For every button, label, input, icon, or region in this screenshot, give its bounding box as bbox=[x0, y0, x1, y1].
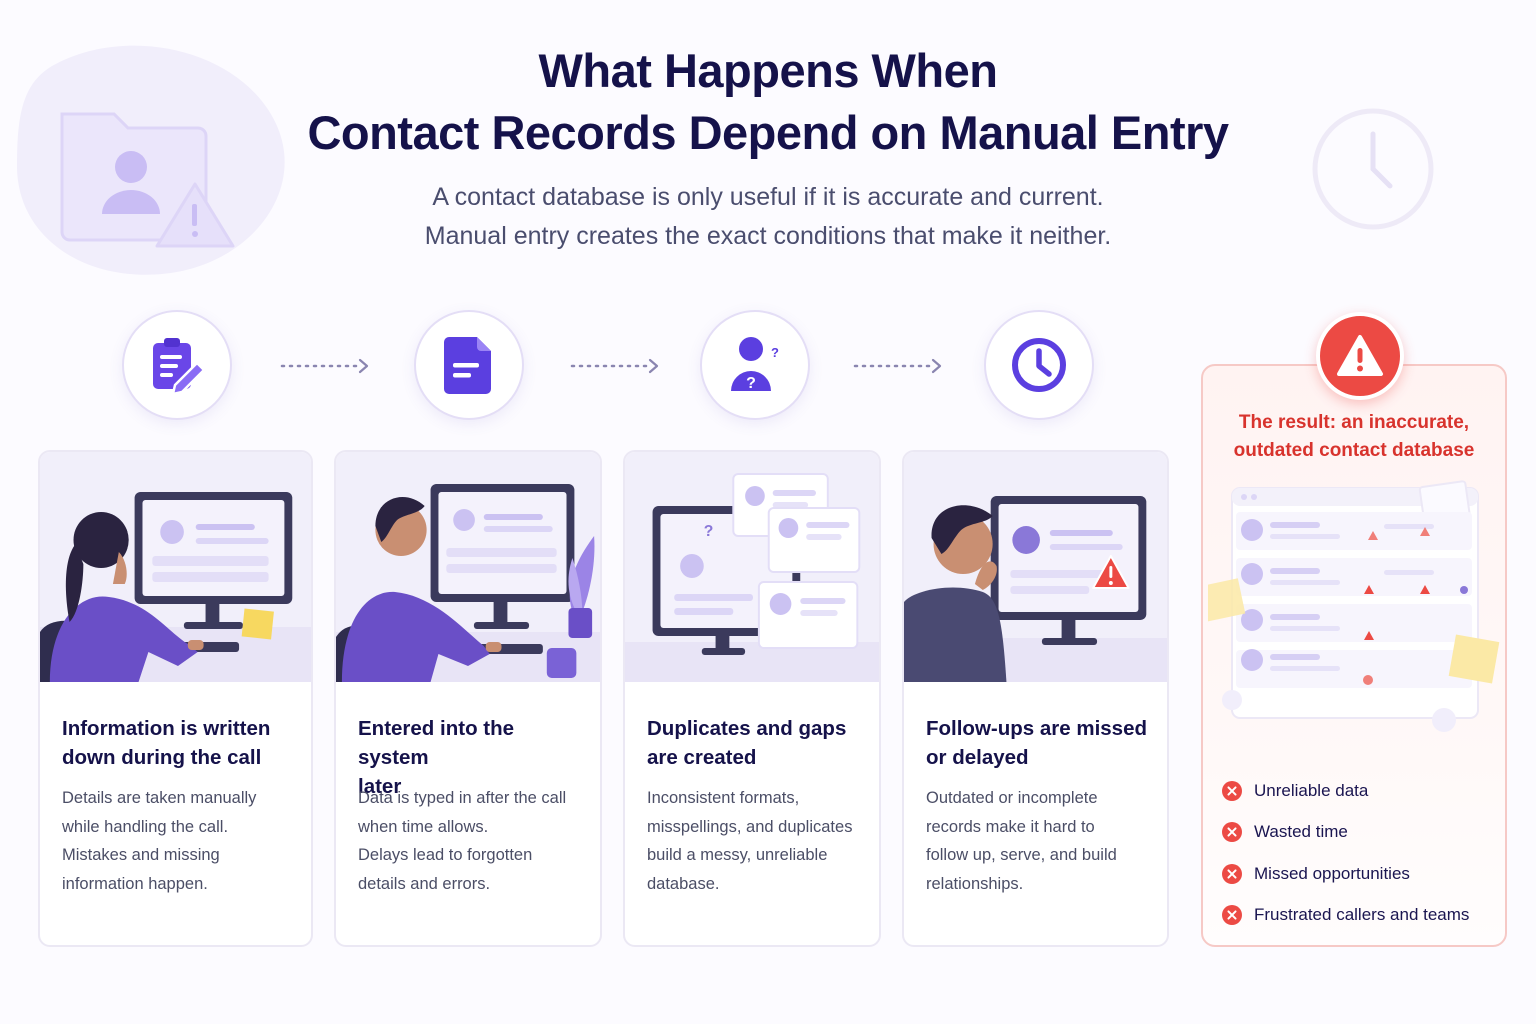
page-title: What Happens When Contact Records Depend… bbox=[307, 44, 1229, 159]
x-circle-icon bbox=[1222, 822, 1242, 843]
step-2-icon-circle bbox=[414, 310, 524, 420]
step-1-title: Information is written down during the c… bbox=[62, 717, 271, 769]
messy-database-illustration bbox=[1208, 480, 1500, 732]
svg-text:?: ? bbox=[746, 375, 756, 392]
step-1-icon-circle bbox=[122, 310, 232, 420]
step-card-2: Entered into the system later Data is ty… bbox=[334, 450, 602, 947]
result-consequences-list: Unreliable data Wasted time Missed oppor… bbox=[1222, 770, 1469, 936]
step-card-4: Follow-ups are missed or delayed Outdate… bbox=[902, 450, 1169, 947]
unknown-person-icon: ? ? bbox=[731, 337, 779, 392]
result-title: The result: an inaccurate, outdated cont… bbox=[1233, 412, 1475, 461]
step-card-3: ? Duplicates and gaps are created Incons… bbox=[623, 450, 881, 947]
warning-icon bbox=[1337, 335, 1383, 376]
step-3-title: Duplicates and gaps are created bbox=[647, 717, 847, 769]
list-item: Wasted time bbox=[1222, 812, 1469, 854]
step-4-description: Outdated or incomplete records make it h… bbox=[926, 789, 1117, 893]
step-arrow-3 bbox=[853, 358, 942, 374]
step-2-description: Data is typed in after the call when tim… bbox=[358, 789, 567, 893]
step-1-description: Details are taken manually while handlin… bbox=[62, 789, 257, 893]
svg-text:?: ? bbox=[704, 523, 714, 540]
step-arrow-1 bbox=[280, 358, 369, 374]
x-circle-icon bbox=[1222, 780, 1242, 801]
duplicate-records-illustration: ? bbox=[625, 452, 879, 682]
step-card-1: Information is written down during the c… bbox=[38, 450, 313, 947]
list-item: Frustrated callers and teams bbox=[1222, 895, 1469, 937]
clipboard-pencil-icon bbox=[153, 338, 206, 396]
svg-text:?: ? bbox=[771, 345, 779, 360]
person-writing-illustration bbox=[40, 452, 311, 682]
document-icon bbox=[444, 337, 491, 394]
person-worried-illustration bbox=[904, 452, 1167, 682]
x-circle-icon bbox=[1222, 863, 1242, 884]
clock-icon bbox=[1012, 338, 1066, 392]
list-item: Missed opportunities bbox=[1222, 853, 1469, 895]
step-3-description: Inconsistent formats, misspellings, and … bbox=[647, 789, 853, 893]
step-4-title: Follow-ups are missed or delayed bbox=[926, 717, 1147, 769]
step-4-icon-circle bbox=[984, 310, 1094, 420]
person-typing-illustration bbox=[336, 452, 600, 682]
x-circle-icon bbox=[1222, 905, 1242, 926]
result-warning-badge bbox=[1316, 312, 1404, 400]
list-item: Unreliable data bbox=[1222, 770, 1469, 812]
folder-warning-icon bbox=[17, 45, 285, 275]
step-arrow-2 bbox=[570, 358, 659, 374]
clock-watermark-icon bbox=[1312, 108, 1434, 230]
page-subtitle: A contact database is only useful if it … bbox=[424, 183, 1112, 250]
step-2-title: Entered into the system later bbox=[358, 717, 515, 798]
step-3-icon-circle: ? ? bbox=[700, 310, 810, 420]
